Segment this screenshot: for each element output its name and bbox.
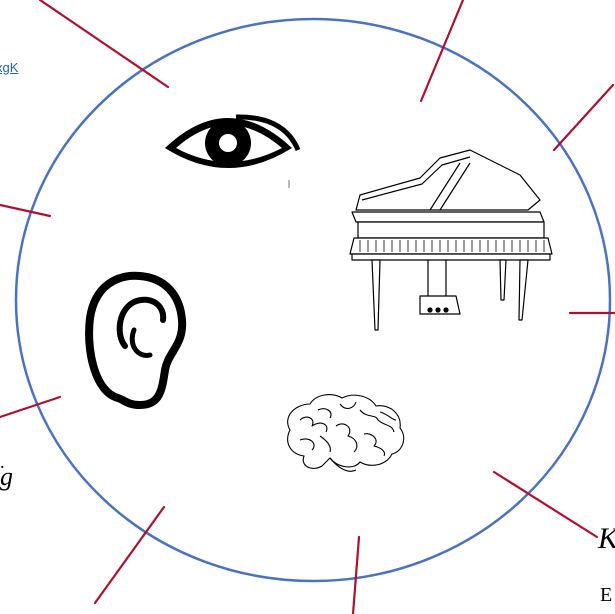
connector-line-top-right xyxy=(554,85,613,150)
connector-line-left-lower xyxy=(0,397,60,417)
eye-icon xyxy=(165,117,298,188)
piano-icon xyxy=(350,150,552,330)
connector-line-top-left xyxy=(40,0,168,87)
edge-text-g: g xyxy=(0,462,13,492)
edge-text-e: E xyxy=(600,584,612,607)
brain-icon xyxy=(288,395,404,472)
connector-line-right-lower xyxy=(494,472,597,537)
link-fragment[interactable]: xgK xyxy=(0,60,18,75)
ear-icon xyxy=(89,276,182,405)
connector-line-bottom xyxy=(353,537,359,614)
edge-text-k: K xyxy=(598,522,615,556)
connector-line-left xyxy=(0,205,50,216)
connector-line-top xyxy=(421,0,463,101)
